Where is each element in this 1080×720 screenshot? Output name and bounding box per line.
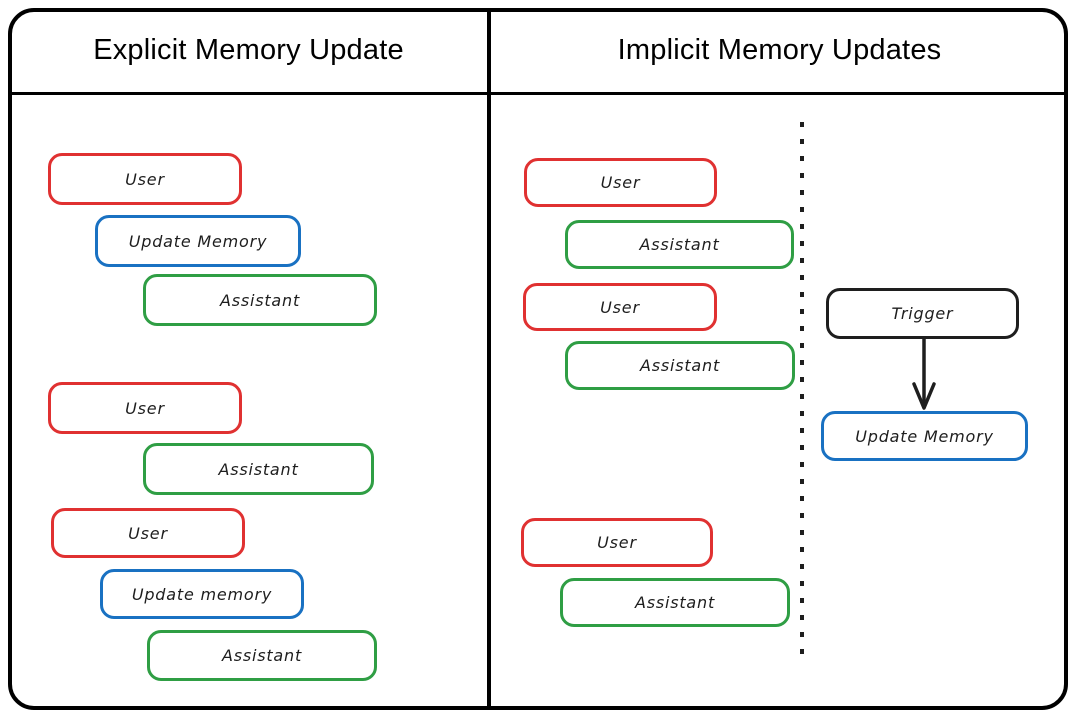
- user-box: User: [51, 508, 245, 558]
- user-box: User: [48, 382, 242, 434]
- panel-title-explicit: Explicit Memory Update: [93, 34, 404, 66]
- update-memory-box: Update Memory: [95, 215, 301, 267]
- assistant-box: Assistant: [560, 578, 790, 627]
- assistant-box: Assistant: [565, 220, 794, 269]
- user-box: User: [523, 283, 717, 331]
- assistant-box: Assistant: [565, 341, 795, 390]
- dotted-separator-line: [800, 122, 804, 662]
- assistant-box: Assistant: [147, 630, 377, 681]
- panel-divider-line: [487, 10, 491, 708]
- update-memory-box: Update Memory: [821, 411, 1028, 461]
- user-box: User: [524, 158, 717, 207]
- assistant-box: Assistant: [143, 274, 377, 326]
- update-memory-box: Update memory: [100, 569, 304, 619]
- header-divider-line: [8, 92, 1068, 95]
- user-box: User: [48, 153, 242, 205]
- panel-title-implicit: Implicit Memory Updates: [617, 34, 942, 66]
- assistant-box: Assistant: [143, 443, 374, 495]
- trigger-box: Trigger: [826, 288, 1019, 339]
- arrow-down-icon: [912, 338, 936, 410]
- user-box: User: [521, 518, 713, 567]
